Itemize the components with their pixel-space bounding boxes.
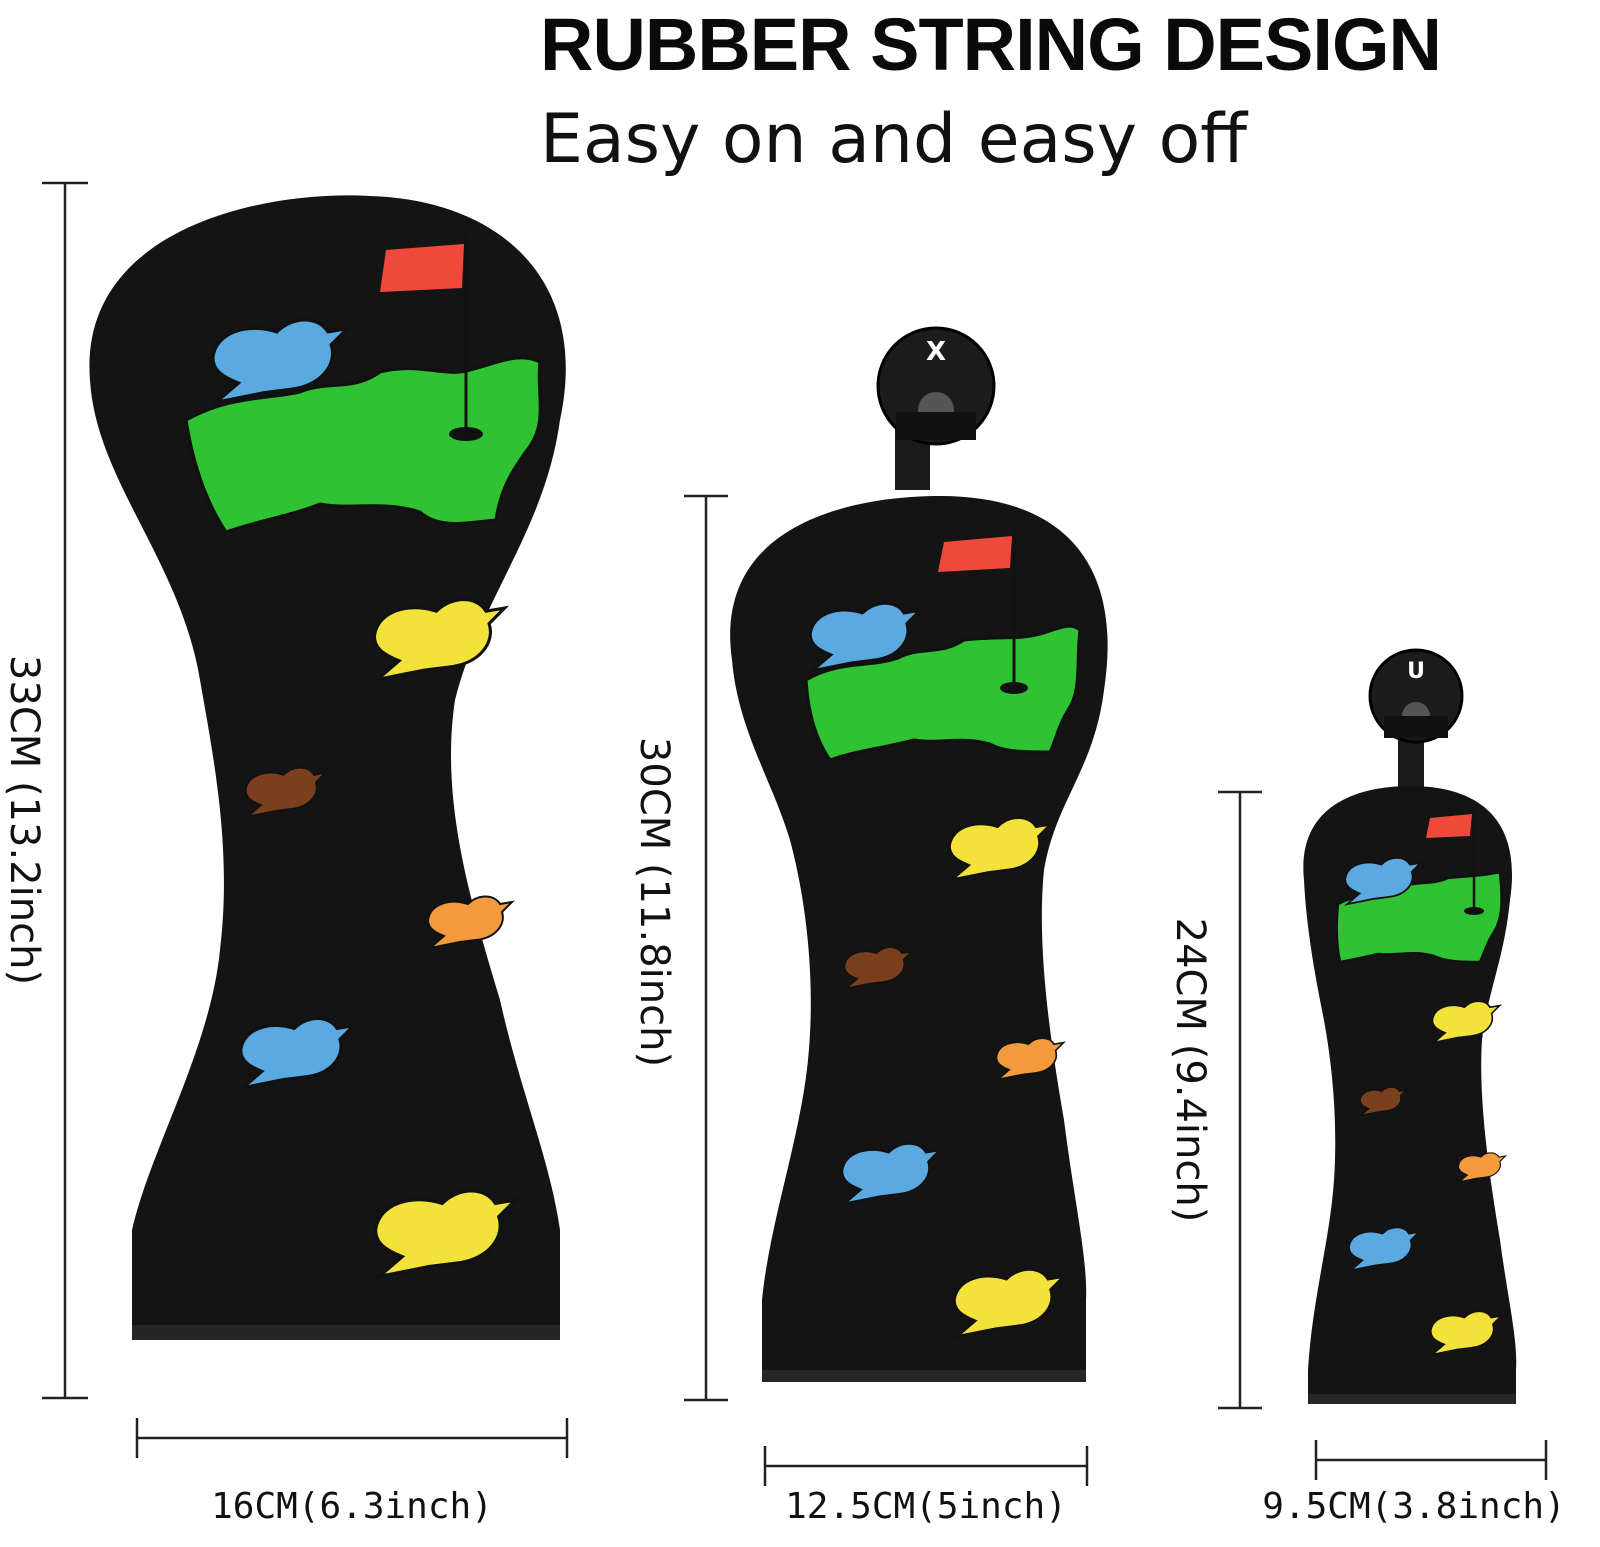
driver-bird-yellow <box>372 597 507 682</box>
driver-bird-orange <box>428 897 512 949</box>
fairway-green-patch <box>804 624 1082 762</box>
hybrid-flag <box>1426 814 1472 838</box>
fairway-headcover <box>730 326 1108 1382</box>
fairway-flag <box>938 536 1012 572</box>
hybrid-bird-orange <box>1457 1151 1507 1184</box>
driver-height-label: 33CM (13.2inch) <box>1 654 47 986</box>
fairway-width-label: 12.5CM(5inch) <box>785 1486 1067 1527</box>
hybrid-tag-letter: U <box>1407 659 1425 684</box>
measure-lines <box>42 181 1548 1486</box>
hybrid-bird-yellow <box>1431 1000 1501 1044</box>
driver-width-label: 16CM(6.3inch) <box>211 1486 493 1527</box>
headline-title: RUBBER STRING DESIGN <box>540 3 1442 86</box>
headline-subtitle: Easy on and easy off <box>540 100 1248 179</box>
hybrid-height-label: 24CM (9.4inch) <box>1167 917 1213 1223</box>
driver-green-patch <box>184 356 542 534</box>
fairway-height-label: 30CM (11.8inch) <box>631 736 677 1068</box>
driver-headcover <box>89 195 566 1340</box>
driver-flag <box>380 244 464 292</box>
hybrid-width-label: 9.5CM(3.8inch) <box>1262 1486 1566 1527</box>
hybrid-headcover <box>1303 648 1517 1404</box>
fairway-tag-letter: X <box>926 337 946 367</box>
